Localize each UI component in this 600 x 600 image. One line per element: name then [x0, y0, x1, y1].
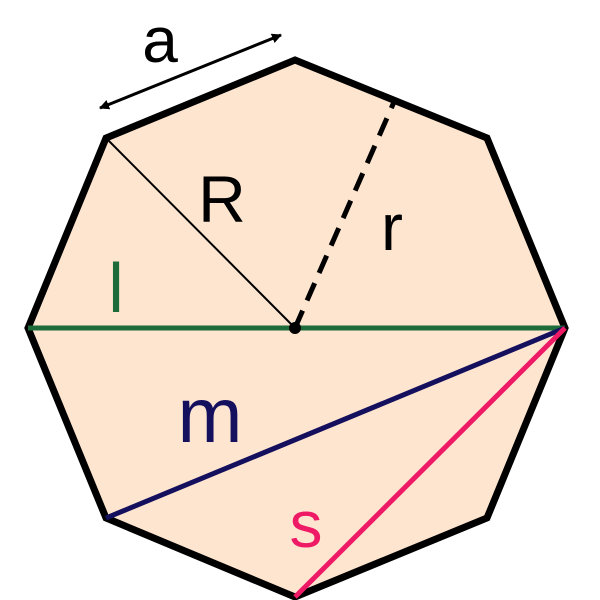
long-diagonal-label: l [108, 249, 124, 327]
short-diagonal-line [293, 326, 567, 599]
short-diagonal-label: s [290, 487, 323, 561]
center-point [289, 322, 301, 334]
side-label: a [142, 4, 178, 76]
inradius-label: r [381, 190, 403, 264]
medium-diagonal-label: m [178, 371, 243, 459]
circumradius-line [105, 137, 296, 329]
circumradius-label: R [198, 162, 246, 236]
inradius-line [292, 100, 397, 330]
side-length-arrow [99, 33, 282, 110]
medium-diagonal-line [105, 325, 566, 521]
